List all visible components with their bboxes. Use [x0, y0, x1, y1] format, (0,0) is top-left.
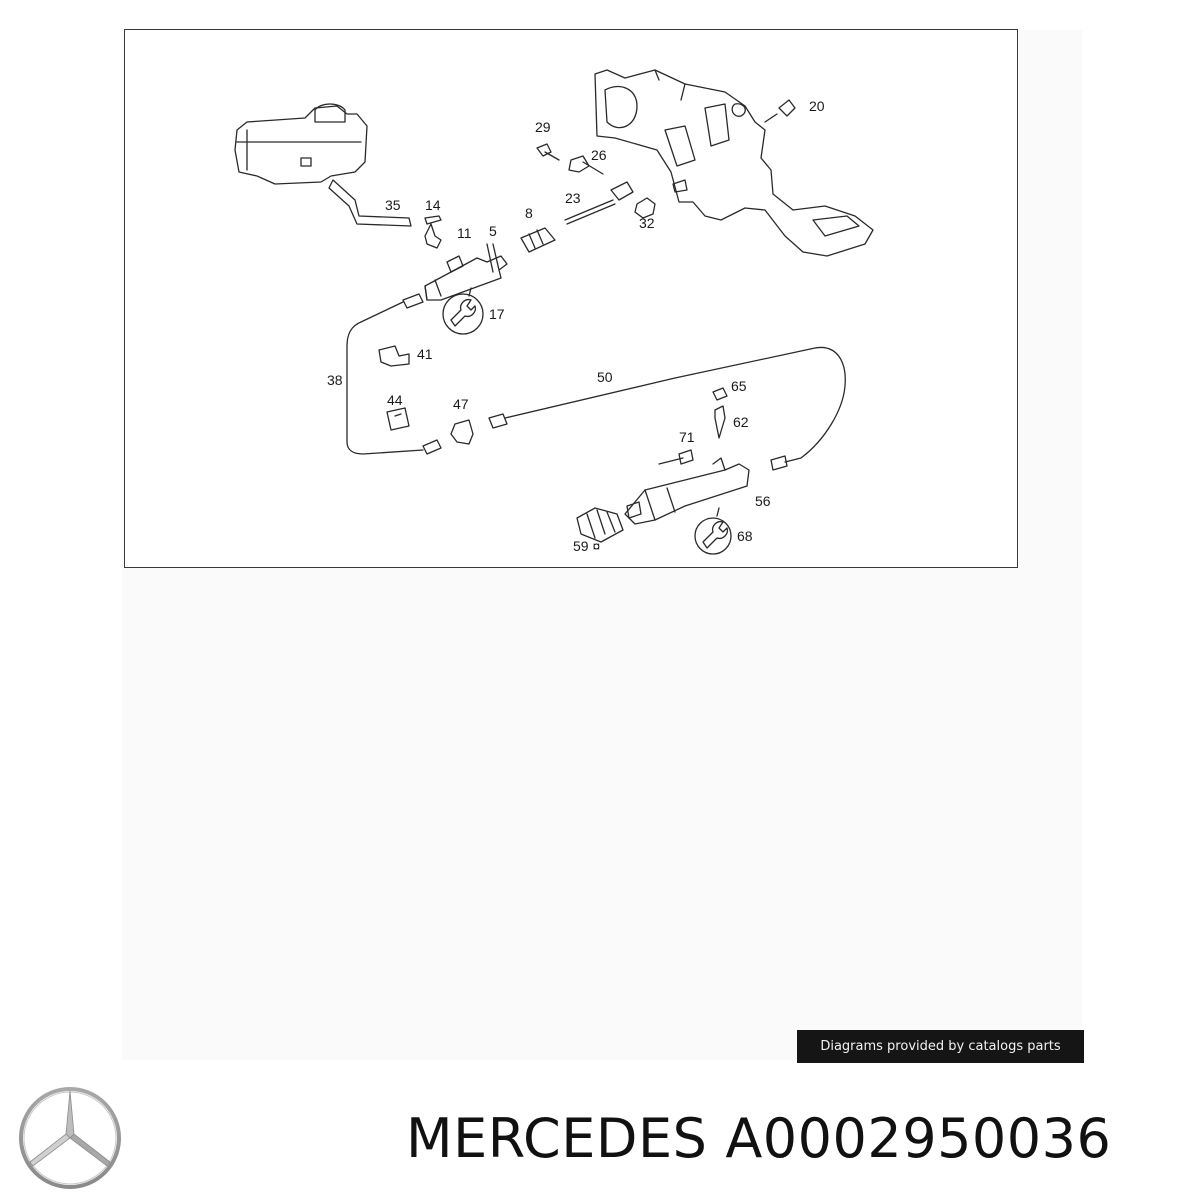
nut — [634, 197, 656, 219]
diagram-credit-banner: Diagrams provided by catalogs parts — [797, 1030, 1084, 1063]
holder-44 — [386, 407, 410, 431]
callout-5: 5 — [489, 223, 497, 239]
master-cylinder-boot — [520, 227, 556, 253]
callout-20: 20 — [809, 98, 825, 114]
pressure-line-38 — [346, 293, 442, 455]
callout-11: 11 — [457, 225, 472, 241]
hose-fitting — [424, 215, 442, 249]
callout-65: 65 — [731, 378, 747, 394]
callout-71: 71 — [679, 429, 695, 445]
slave-cylinder-boot — [576, 507, 624, 543]
callout-35: 35 — [385, 197, 401, 213]
exploded-view-drawing: 20 29 26 35 14 23 8 11 5 32 17 41 38 50 … — [234, 69, 874, 555]
bolt-and-bushing — [536, 143, 604, 175]
callout-32: 32 — [639, 215, 655, 231]
callout-50: 50 — [597, 369, 613, 385]
callout-17: 17 — [489, 306, 505, 322]
callout-14: 14 — [425, 197, 441, 213]
tool-symbol-68 — [694, 507, 732, 555]
clip-47 — [450, 419, 474, 445]
part-number: A0002950036 — [725, 1107, 1112, 1170]
callout-44: 44 — [387, 392, 403, 408]
callout-56: 56 — [755, 493, 771, 509]
tool-symbol-17 — [442, 287, 484, 335]
callout-62: 62 — [733, 414, 749, 430]
bolt-top — [764, 99, 796, 123]
clutch-slave-cylinder — [624, 457, 750, 525]
callout-29: 29 — [535, 119, 551, 135]
line-clip-41 — [378, 345, 410, 367]
push-rod — [564, 181, 634, 225]
bleeder-cap-65 — [712, 387, 728, 401]
callout-38: 38 — [327, 372, 343, 388]
parts-diagram: 20 29 26 35 14 23 8 11 5 32 17 41 38 50 … — [124, 29, 1018, 568]
fluid-reservoir — [234, 103, 368, 185]
clutch-master-cylinder — [424, 243, 508, 301]
bolt-71 — [658, 449, 694, 465]
callout-41: 41 — [417, 346, 433, 362]
mercedes-star-logo — [19, 1087, 121, 1189]
brand-name: MERCEDES — [406, 1107, 708, 1170]
callout-47: 47 — [453, 396, 469, 412]
product-title: MERCEDES A0002950036 — [406, 1104, 1196, 1174]
bleeder-valve-62 — [714, 405, 726, 439]
callout-8: 8 — [525, 205, 533, 221]
callout-23: 23 — [565, 190, 581, 206]
pressure-line-50 — [488, 346, 846, 471]
callout-59: 59 ¤ — [573, 538, 600, 554]
reservoir-hose — [328, 179, 412, 227]
pedal-assembly — [594, 69, 874, 257]
callout-26: 26 — [591, 147, 607, 163]
callout-68: 68 — [737, 528, 753, 544]
